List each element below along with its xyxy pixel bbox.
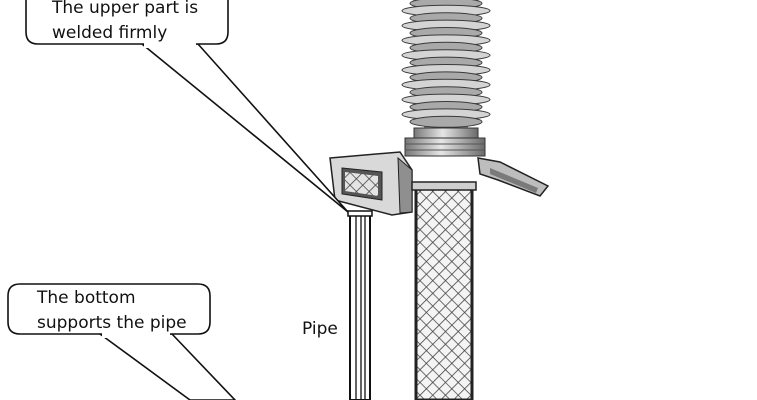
- callout-top-line2: welded firmly: [52, 23, 168, 43]
- insulator-base: [404, 127, 486, 157]
- callout-bottom-text: The bottom supports the pipe: [37, 286, 187, 336]
- insulator-stack: [401, 0, 491, 150]
- insulator-shed: [409, 115, 483, 128]
- callout-top-text: The upper part is welded firmly: [52, 0, 198, 46]
- callout-bottom-line2: supports the pipe: [37, 313, 187, 333]
- callout-bottom: [7, 283, 237, 400]
- callout-top: [25, 0, 349, 213]
- pipe: [347, 210, 373, 400]
- callout-top-line1: The upper part is: [52, 0, 199, 18]
- pipe-label: Pipe: [302, 319, 338, 339]
- callout-bottom-line1: The bottom: [37, 288, 136, 308]
- mesh-column: [411, 181, 477, 400]
